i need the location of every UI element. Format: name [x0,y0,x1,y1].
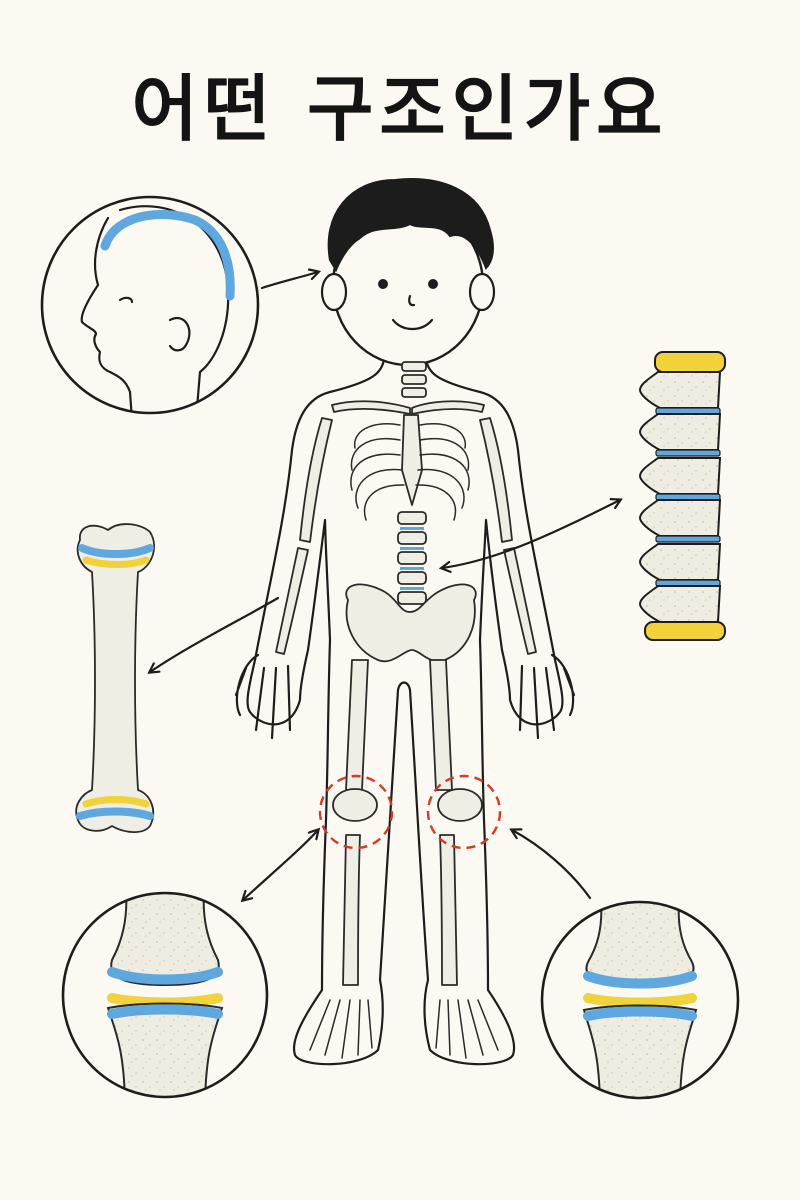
arrow-skull-to-head [260,272,318,290]
bone-top-growth-plate [82,556,150,568]
left-hand [234,653,292,740]
lumbar-spine [397,511,427,605]
right-knee-joint-callout [540,900,740,1100]
intervertebral-disc [655,535,721,543]
vertebra [638,585,722,623]
vertebra [638,499,722,537]
ear [168,317,191,352]
vertebra [638,371,722,409]
bone-top-cartilage [78,544,154,558]
pelvis [345,583,477,663]
right-clavicle [411,400,485,415]
mouth [391,318,434,331]
left-knee-bone [332,788,378,822]
sternum [401,414,423,506]
left-knee-highlight [318,774,394,850]
bone-bottom-growth-plate [82,796,150,808]
long-bone-callout [75,523,155,833]
neck-vertebrae [401,361,427,398]
vertebra [638,457,722,495]
right-radius [503,547,537,655]
child-figure [234,178,576,1066]
right-eye [428,279,438,289]
intervertebral-disc [655,449,721,457]
arrow-right-knee [512,830,592,900]
vertebra [638,543,722,581]
right-femur [429,659,453,791]
left-humerus [299,417,333,543]
right-tibia [439,834,458,986]
vertebra [638,413,722,451]
left-radius [275,547,309,655]
page-title: 어떤 구조인가요 [131,67,669,151]
ribcage [350,423,470,521]
arrows [150,272,620,900]
arrow-long-bone [150,596,280,672]
bone-bottom-cartilage [76,807,154,820]
left-eye [378,279,388,289]
left-femur [345,659,369,791]
head [320,178,496,367]
left-clavicle [331,400,411,415]
right-knee-bone [437,788,483,822]
spine-callout [638,351,726,641]
body-outline [246,353,564,1066]
hair [327,178,494,273]
right-hand [518,653,576,740]
skull-callout [40,195,260,415]
spine-top-plate [654,351,726,373]
skull-cartilage-band [100,210,235,301]
left-foot-bones [309,999,373,1059]
left-knee-joint-callout [61,891,269,1099]
arrow-spine [442,500,620,568]
nose [408,294,416,307]
right-foot-bones [435,999,499,1059]
left-tibia [342,834,361,986]
arrow-left-knee [243,830,318,900]
spine-bottom-plate [644,621,726,641]
skeleton-overlay [275,361,537,1059]
right-knee-highlight [426,774,502,850]
